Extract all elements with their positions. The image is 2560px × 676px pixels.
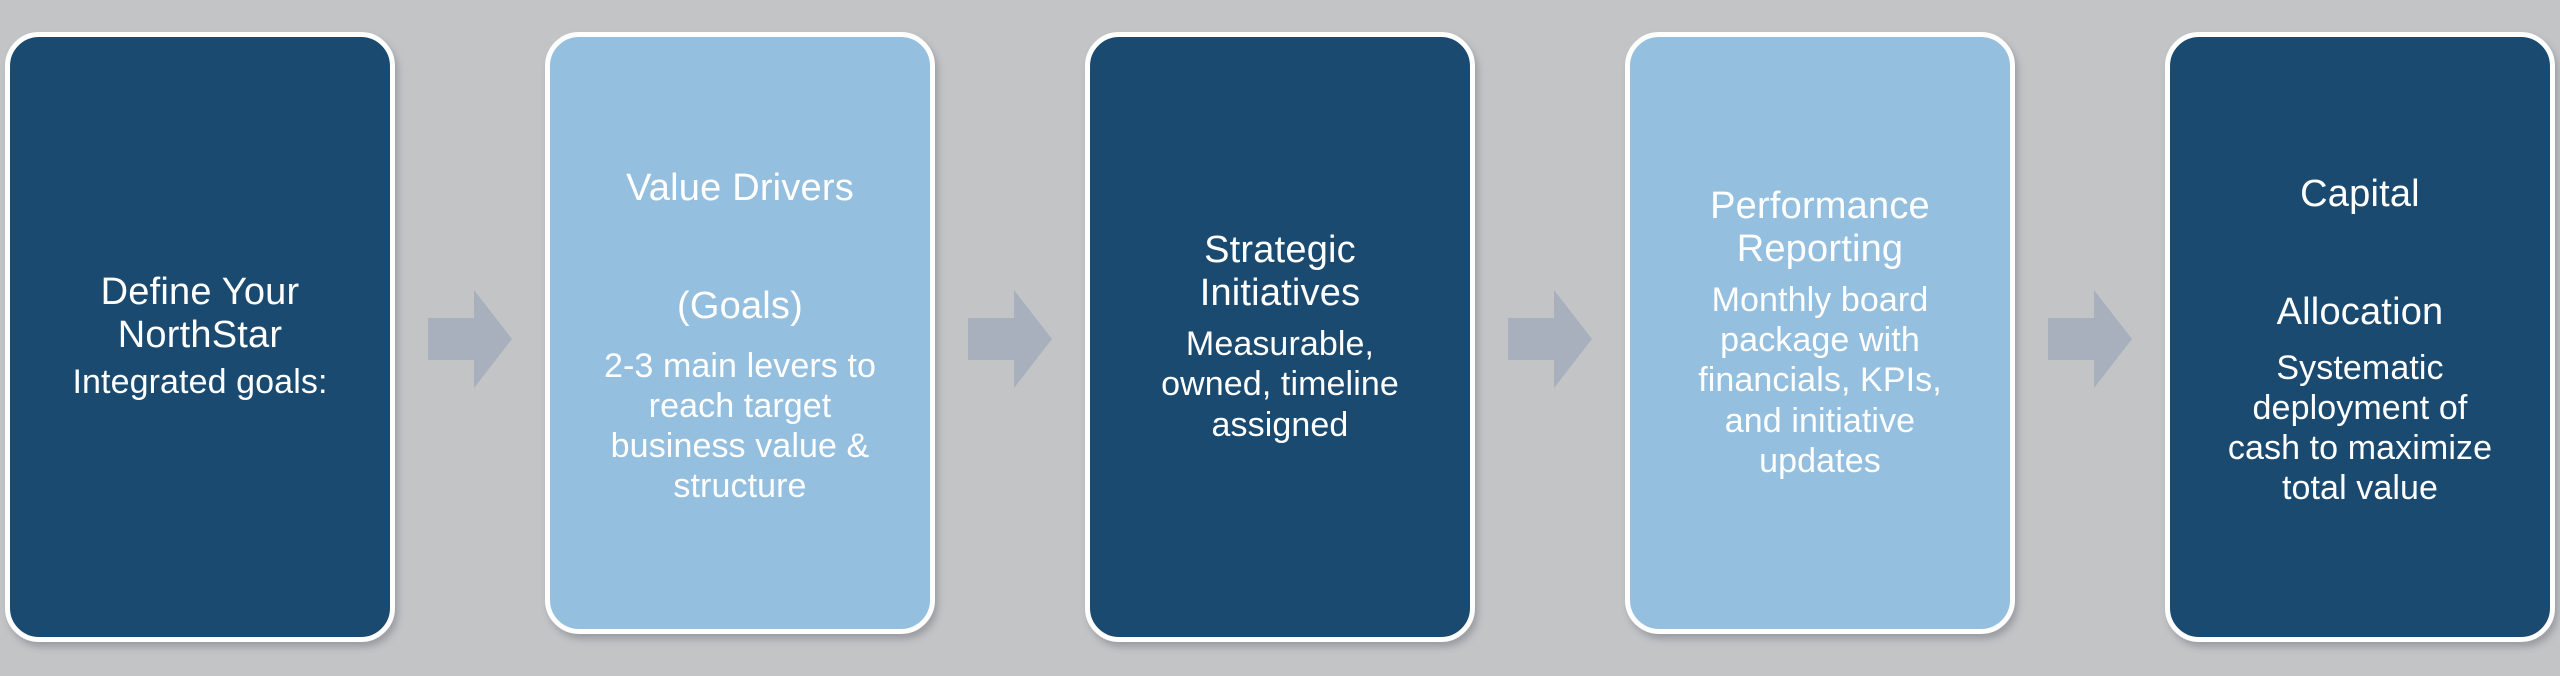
right-arrow-icon-3: [1508, 290, 1592, 388]
process-step-card-3[interactable]: Strategic Initiatives Measurable, owned,…: [1085, 32, 1475, 642]
process-step-title-2: Value Drivers (Goals): [626, 167, 854, 328]
process-step-card-2[interactable]: Value Drivers (Goals) 2-3 main levers to…: [545, 32, 935, 634]
process-step-card-4[interactable]: Performance Reporting Monthly board pack…: [1625, 32, 2015, 634]
process-step-body-1: Integrated goals:: [72, 363, 328, 402]
right-arrow-icon-2: [968, 290, 1052, 388]
process-step-title-5: Capital Allocation: [2276, 173, 2444, 334]
right-arrow-icon-4: [2048, 290, 2132, 388]
process-step-body-2: 2-3 main levers to reach target business…: [603, 347, 877, 506]
right-arrow-icon-1: [428, 290, 512, 388]
process-step-title-1: Define Your NorthStar: [100, 271, 300, 356]
process-step-card-1[interactable]: Define Your NorthStar Integrated goals:: [5, 32, 395, 642]
process-step-body-3: Measurable, owned, timeline assigned: [1161, 325, 1399, 444]
process-step-body-5: Systematic deployment of cash to maximiz…: [2227, 349, 2493, 508]
process-step-card-5[interactable]: Capital Allocation Systematic deployment…: [2165, 32, 2555, 642]
process-step-title-3: Strategic Initiatives: [1199, 229, 1361, 314]
process-step-body-4: Monthly board package with financials, K…: [1698, 281, 1942, 480]
process-step-title-4: Performance Reporting: [1710, 185, 1930, 270]
